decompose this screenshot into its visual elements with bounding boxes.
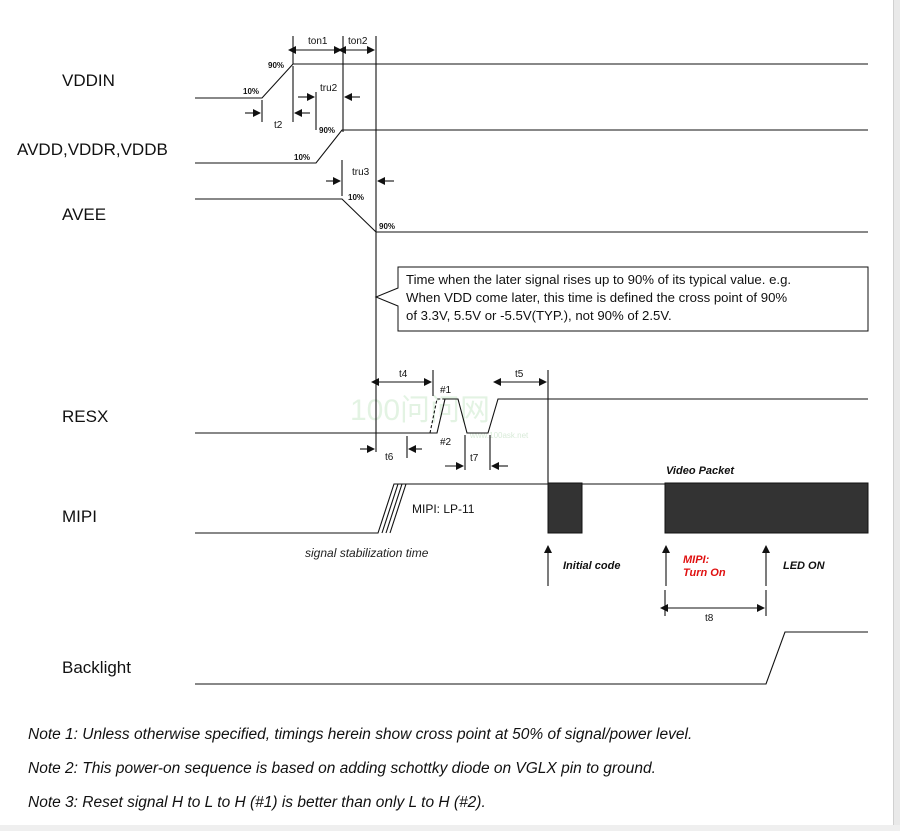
label-mipi: MIPI xyxy=(62,507,97,526)
video-packet xyxy=(664,482,869,534)
avdd-90-label: 90% xyxy=(319,126,335,135)
watermark-subtext: www.100ask.net xyxy=(469,431,529,440)
note-1: Note 1: Unless otherwise specified, timi… xyxy=(28,726,692,743)
avee-90-label: 90% xyxy=(379,222,395,231)
vddin-10-label: 10% xyxy=(243,87,259,96)
initial-code-label: Initial code xyxy=(563,560,620,572)
resx-mark-2: #2 xyxy=(440,437,452,448)
label-t4: t4 xyxy=(399,369,408,380)
callout-box xyxy=(374,266,869,332)
signal-stabilization-label: signal stabilization time xyxy=(305,546,429,560)
mipi-turn-on-label-2: Turn On xyxy=(683,567,726,579)
vddin-90-label: 90% xyxy=(268,61,284,70)
mipi-transition-2 xyxy=(381,483,399,534)
label-backlight: Backlight xyxy=(62,658,131,677)
waveform-resx-alt xyxy=(429,398,445,434)
label-avdd-vddr-vddb: AVDD,VDDR,VDDB xyxy=(17,140,168,159)
label-avee: AVEE xyxy=(62,205,106,224)
bottom-page-edge xyxy=(0,825,900,831)
mipi-turn-on-label-1: MIPI: xyxy=(683,554,710,566)
led-on-label: LED ON xyxy=(783,560,826,572)
avdd-10-label: 10% xyxy=(294,153,310,162)
avee-10-label: 10% xyxy=(348,193,364,202)
watermark-text: 100问问网 xyxy=(350,394,490,427)
label-ton2: ton2 xyxy=(348,36,368,47)
initial-code-packet xyxy=(547,482,583,534)
label-vddin: VDDIN xyxy=(62,71,115,90)
label-resx: RESX xyxy=(62,407,108,426)
callout-line-3: of 3.3V, 5.5V or -5.5V(TYP.), not 90% of… xyxy=(406,308,672,323)
label-t7: t7 xyxy=(470,453,479,464)
label-t8: t8 xyxy=(705,613,714,624)
waveform-avee xyxy=(195,198,868,233)
waveform-mipi xyxy=(195,483,548,534)
resx-mark-1: #1 xyxy=(440,385,452,396)
waveform-backlight xyxy=(195,631,868,685)
callout-line-2: When VDD come later, this time is define… xyxy=(406,290,787,305)
mipi-transition-3 xyxy=(385,483,403,534)
note-3: Note 3: Reset signal H to L to H (#1) is… xyxy=(28,794,486,811)
label-ton1: ton1 xyxy=(308,36,328,47)
label-t6: t6 xyxy=(385,452,394,463)
label-tru3: tru3 xyxy=(352,167,370,178)
waveforms xyxy=(195,36,868,685)
waveform-avdd xyxy=(195,129,868,164)
waveform-resx xyxy=(195,398,868,434)
mipi-lp11-label: MIPI: LP-11 xyxy=(412,502,475,516)
waveform-vddin xyxy=(195,63,868,99)
mipi-transition-4 xyxy=(389,483,407,534)
video-packet-label: Video Packet xyxy=(666,465,735,477)
label-t5: t5 xyxy=(515,369,524,380)
label-t2: t2 xyxy=(274,120,283,131)
right-page-edge xyxy=(893,0,900,831)
note-2: Note 2: This power-on sequence is based … xyxy=(28,760,656,777)
callout-line-1: Time when the later signal rises up to 9… xyxy=(406,272,791,287)
label-tru2: tru2 xyxy=(320,83,338,94)
